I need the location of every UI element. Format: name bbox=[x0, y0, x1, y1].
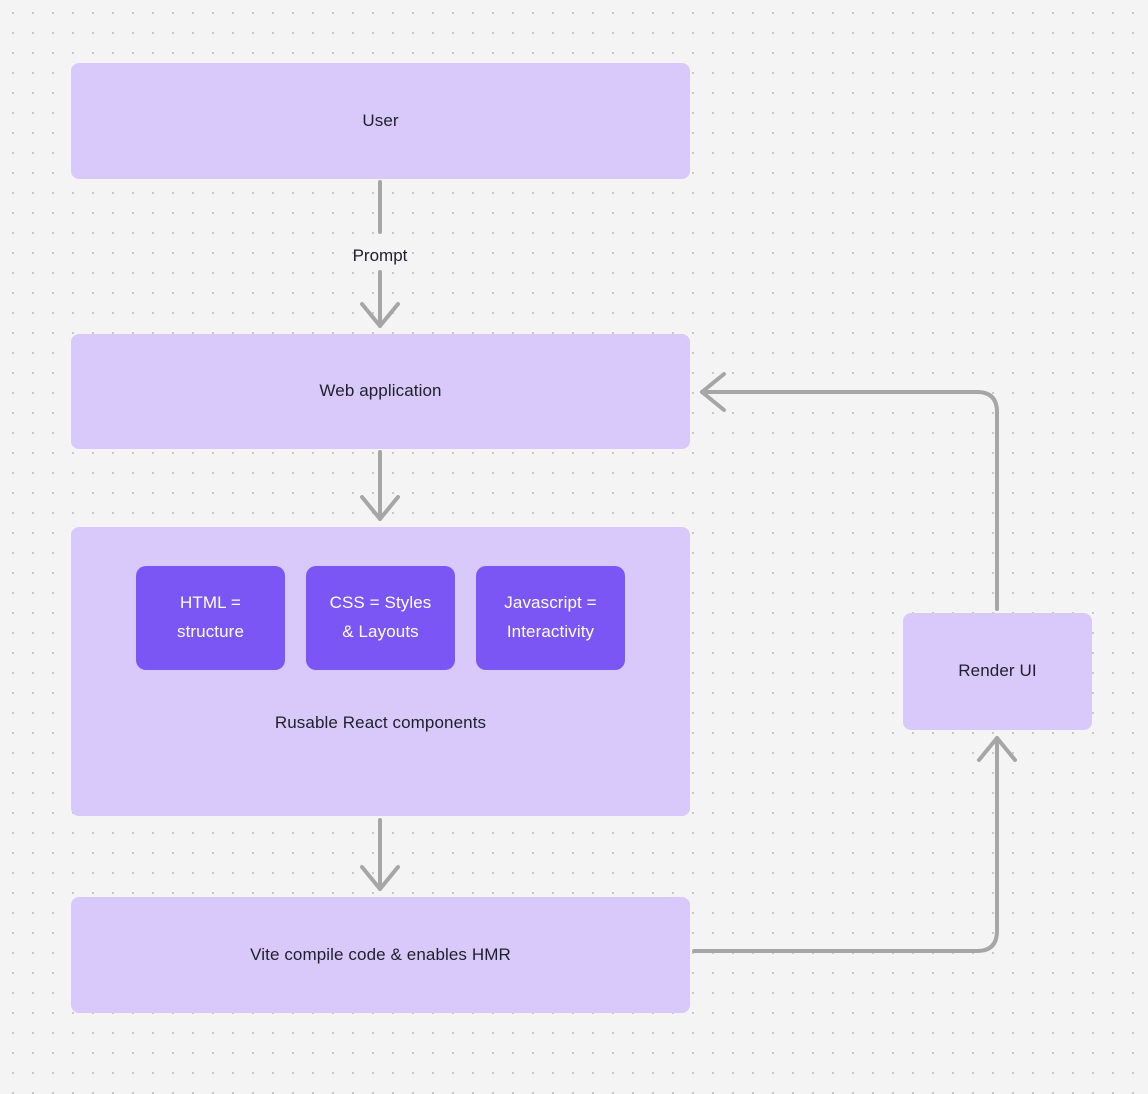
node-vite[interactable]: Vite compile code & enables HMR bbox=[71, 897, 690, 1013]
chip-html[interactable]: HTML = structure bbox=[136, 566, 285, 670]
chip-javascript-label: Javascript = Interactivity bbox=[504, 593, 597, 641]
edge-label-prompt: Prompt bbox=[352, 246, 408, 265]
edge-vite-to-render bbox=[692, 736, 999, 953]
chip-css[interactable]: CSS = Styles & Layouts bbox=[306, 566, 455, 670]
arrowhead-prompt-to-webapp bbox=[360, 302, 400, 328]
edge-render-to-webapp bbox=[700, 390, 999, 611]
arrowhead-webapp-to-components bbox=[360, 495, 400, 521]
components-inner-wrap: HTML = structure CSS = Styles & Layouts … bbox=[71, 527, 690, 816]
node-web-application-label: Web application bbox=[319, 381, 442, 401]
node-render-ui[interactable]: Render UI bbox=[903, 613, 1092, 730]
node-vite-label: Vite compile code & enables HMR bbox=[250, 944, 511, 964]
node-components-group[interactable]: HTML = structure CSS = Styles & Layouts … bbox=[71, 527, 690, 816]
components-group-caption: Rusable React components bbox=[274, 713, 487, 732]
node-web-application[interactable]: Web application bbox=[71, 334, 690, 449]
arrowhead-render-to-webapp bbox=[700, 372, 726, 412]
arrowhead-vite-to-render bbox=[977, 736, 1017, 762]
chip-javascript[interactable]: Javascript = Interactivity bbox=[476, 566, 625, 670]
chip-css-label: CSS = Styles & Layouts bbox=[329, 593, 432, 641]
arrowhead-components-to-vite bbox=[360, 865, 400, 891]
chip-html-label: HTML = structure bbox=[176, 593, 245, 641]
node-render-ui-label: Render UI bbox=[958, 661, 1037, 681]
node-user-label: User bbox=[362, 110, 399, 130]
node-user[interactable]: User bbox=[71, 63, 690, 179]
